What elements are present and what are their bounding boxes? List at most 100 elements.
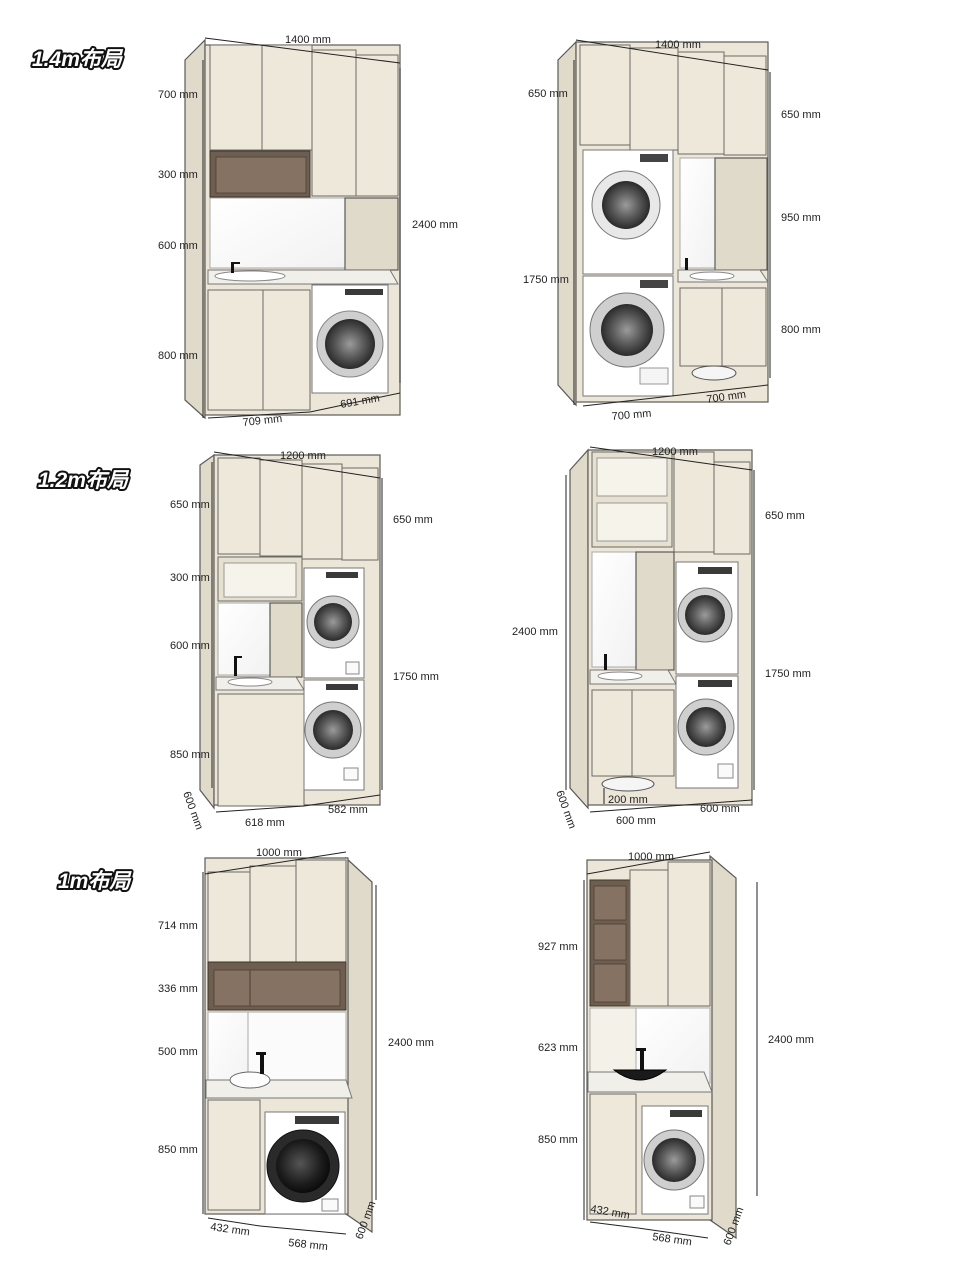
upper-door — [295, 859, 347, 963]
faucet-spout — [234, 656, 242, 658]
mirror — [209, 197, 346, 269]
machine-drum-icon — [652, 1138, 696, 1182]
dim-mirror-height: 623 mm — [538, 1042, 578, 1054]
dim-line — [586, 851, 711, 875]
detergent-drawer — [689, 1195, 705, 1209]
dryer-control-panel — [698, 567, 732, 574]
dryer-drum-icon — [314, 603, 352, 641]
dim-line — [207, 1217, 261, 1227]
upper-door — [249, 865, 297, 963]
detergent-drawer — [343, 767, 359, 781]
faucet-icon — [234, 656, 237, 676]
open-wood-shelf-inner — [215, 156, 307, 194]
section-title-1m: 1m布局 — [58, 869, 132, 893]
dim-top-right: 650 mm — [393, 514, 433, 526]
dim-line — [589, 1221, 639, 1229]
countertop — [205, 1079, 353, 1099]
dim-total-height: 2400 mm — [768, 1034, 814, 1046]
dim-mirror-height: 600 mm — [158, 240, 198, 252]
faucet-spout — [231, 262, 240, 264]
upper-door — [217, 457, 261, 555]
dim-total-height: 2400 mm — [412, 219, 458, 231]
countertop — [587, 1071, 713, 1093]
faucet-icon — [604, 654, 607, 670]
dim-total-height: 2400 mm — [512, 626, 558, 638]
upper-door — [629, 869, 669, 1007]
mirror — [635, 1007, 711, 1084]
side-panel — [635, 551, 675, 671]
panel-1-4m-a: 1400 mm 700 mm 300 mm 600 mm 800 mm 2400… — [158, 34, 458, 429]
machine-drum-icon — [276, 1139, 330, 1193]
machine-drum-icon — [313, 710, 353, 750]
shelf-compartment — [596, 457, 668, 497]
shelf-compartment — [593, 923, 627, 961]
machine-control-panel — [640, 280, 668, 288]
dim-line — [582, 384, 769, 407]
side-panel — [344, 197, 399, 271]
dim-line — [309, 392, 401, 413]
cabinet-side — [569, 448, 589, 810]
detergent-drawer — [717, 763, 734, 779]
dim-left-width: 432 mm — [210, 1221, 251, 1238]
dryer-drum-icon — [685, 595, 725, 635]
cabinet-side — [557, 40, 577, 407]
machine-drum-icon — [601, 304, 653, 356]
sink-basin — [689, 271, 735, 281]
lower-door — [589, 1093, 637, 1215]
dim-line — [637, 1227, 709, 1239]
machine-control-panel — [670, 1110, 702, 1117]
dim-left-width: 618 mm — [245, 817, 285, 829]
cabinet-side — [345, 856, 373, 1234]
dim-right-width: 568 mm — [288, 1237, 329, 1253]
machine-control-panel — [326, 684, 358, 690]
dim-left-width: 700 mm — [611, 408, 652, 423]
upper-door — [667, 861, 711, 1007]
faucet-icon — [685, 258, 688, 270]
upper-door — [677, 51, 725, 155]
robot-vacuum-icon — [601, 776, 655, 792]
lower-door — [631, 689, 675, 777]
dim-width: 1400 mm — [655, 39, 701, 51]
open-wood-shelf-inner — [213, 969, 341, 1007]
dim-top-height: 714 mm — [158, 920, 198, 932]
dim-total-height: 2400 mm — [388, 1037, 434, 1049]
side-panel — [714, 157, 768, 271]
faucet-icon — [640, 1048, 644, 1070]
panel-1m-b: 1000 mm 927 mm 623 mm 850 mm 2400 mm 432… — [538, 851, 814, 1249]
upper-door — [259, 459, 303, 557]
shelf-compartment — [593, 963, 627, 1003]
dim-mid-right: 950 mm — [781, 212, 821, 224]
upper-door — [209, 44, 263, 151]
dim-line — [303, 794, 381, 807]
dim-top-right: 650 mm — [781, 109, 821, 121]
dim-open-height: 336 mm — [158, 983, 198, 995]
dim-right-width: 700 mm — [706, 389, 747, 406]
lower-door — [679, 287, 723, 367]
dim-depth: 600 mm — [553, 789, 578, 830]
dim-top-left: 650 mm — [528, 88, 568, 100]
cabinet-side — [184, 38, 206, 420]
upper-door — [355, 54, 399, 197]
upper-door — [261, 44, 313, 151]
lower-door — [217, 693, 305, 807]
dim-right-width: 568 mm — [652, 1231, 693, 1248]
dim-width: 1000 mm — [628, 851, 674, 863]
shelf-compartment — [593, 885, 627, 921]
faucet-spout — [636, 1048, 646, 1051]
dim-line — [215, 805, 305, 813]
mirror — [679, 157, 716, 269]
dim-vacuum-gap: 200 mm — [608, 794, 648, 806]
upper-door — [311, 49, 357, 197]
dim-line — [207, 411, 311, 419]
panel-1-2m-b: 1200 mm 2400 mm 600 mm 650 mm 1750 mm 20… — [512, 446, 811, 830]
dim-width: 1200 mm — [280, 450, 326, 462]
dim-mirror-height: 500 mm — [158, 1046, 198, 1058]
upper-door — [723, 55, 767, 156]
dim-open-height: 300 mm — [158, 169, 198, 181]
vessel-sink — [229, 1071, 271, 1089]
dim-top-height: 700 mm — [158, 89, 198, 101]
upper-door — [629, 47, 679, 151]
machine-control-panel — [698, 680, 732, 687]
dim-line — [589, 446, 753, 471]
machine-control-panel — [295, 1116, 339, 1124]
